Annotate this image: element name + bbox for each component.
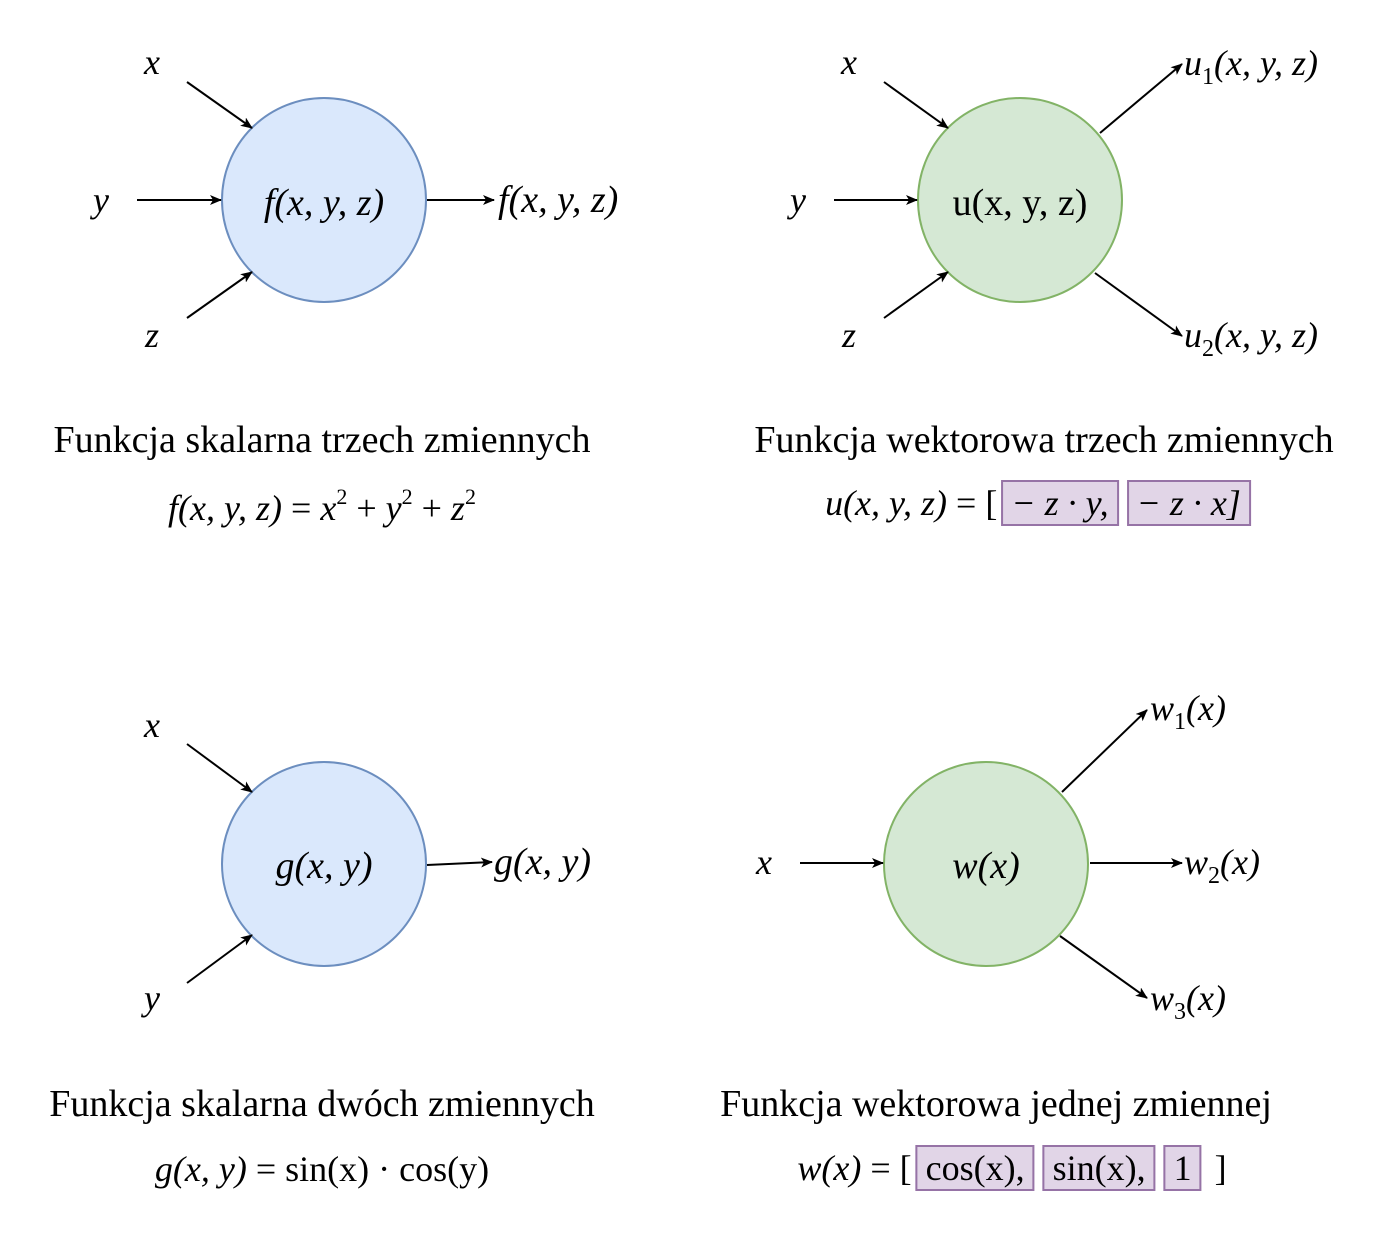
input-x-label: x: [755, 842, 772, 882]
component-box-1[interactable]: − z · y,: [1001, 480, 1119, 526]
formula-eq-bracket: = [: [956, 483, 998, 523]
arrow-z-to-f: [186, 271, 253, 319]
output-w1-label: w1(x): [1150, 688, 1226, 735]
component-2: − z · x]: [1136, 483, 1241, 523]
arrow-u-to-u2: [1094, 272, 1183, 337]
formula-eq: =: [291, 488, 312, 528]
component-box-2[interactable]: − z · x]: [1126, 480, 1251, 526]
component-1: cos(x),: [925, 1148, 1025, 1188]
output-f-label: f(x, y, z): [498, 179, 618, 221]
formula-power: 2: [336, 484, 348, 509]
component-1: − z · y,: [1011, 483, 1109, 523]
input-x-label: x: [143, 42, 160, 82]
node-g-label: g(x, y): [275, 845, 372, 887]
panel-vector-one-var: w(x) x w1(x) w2(x) w3(x): [755, 688, 1260, 1025]
output-u1-label: u1(x, y, z): [1184, 43, 1318, 90]
arrow-x-to-g: [186, 743, 253, 793]
formula-plus: +: [421, 488, 442, 528]
formula-g: g(x, y) = sin(x) · cos(y): [155, 1148, 489, 1190]
formula-power: 2: [464, 484, 476, 509]
formula-sin: sin(x): [285, 1149, 370, 1189]
formula-lhs: w(x): [797, 1148, 862, 1188]
node-u[interactable]: [917, 97, 1123, 303]
component-3: 1: [1173, 1148, 1192, 1188]
formula-lhs: g(x, y): [154, 1149, 247, 1189]
node-g[interactable]: [221, 761, 427, 967]
arrow-g-output: [426, 857, 493, 868]
caption-vector-one-var: Funkcja wektorowa jednej zmiennej: [720, 1083, 1272, 1125]
formula-u: u(x, y, z) = [ − z · y, − z · x]: [825, 480, 1255, 526]
arrow-x-to-f: [186, 81, 253, 129]
component-box-1[interactable]: cos(x),: [915, 1145, 1035, 1191]
formula-eq: =: [255, 1149, 277, 1189]
formula-close-bracket: ]: [1214, 1148, 1227, 1188]
formula-lhs: u(x, y, z): [825, 483, 948, 523]
formula-power: 2: [401, 484, 413, 509]
arrow-x-to-u: [883, 81, 949, 129]
output-w3-label: w3(x): [1150, 978, 1226, 1025]
component-box-3[interactable]: 1: [1163, 1145, 1202, 1191]
arrow-u-to-u1: [1099, 63, 1183, 134]
node-w[interactable]: [883, 761, 1089, 967]
panel-scalar-two-vars: g(x, y) x y g(x, y): [141, 705, 591, 1018]
panel-vector-three-vars: u(x, y, z) x y z u1(x, y, z) u2(x, y, z): [787, 42, 1318, 362]
node-w-label: w(x): [952, 845, 1020, 887]
input-y-label: y: [141, 978, 160, 1018]
caption-vector-three-vars: Funkcja wektorowa trzech zmiennych: [754, 419, 1334, 461]
formula-cos: cos(y): [399, 1149, 490, 1189]
component-2: sin(x),: [1052, 1148, 1146, 1188]
arrow-y-to-g: [186, 934, 253, 984]
output-u2-label: u2(x, y, z): [1184, 315, 1318, 362]
node-f-label: f(x, y, z): [264, 182, 384, 224]
formula-f: f(x, y, z) = x2 + y2 + z2: [168, 484, 476, 529]
formula-plus: +: [356, 488, 377, 528]
arrow-w-to-w1: [1061, 709, 1148, 793]
input-x-label: x: [840, 42, 857, 82]
formula-eq-bracket: = [: [870, 1148, 912, 1188]
node-f[interactable]: [221, 97, 427, 303]
component-box-2[interactable]: sin(x),: [1042, 1145, 1156, 1191]
input-z-label: z: [144, 315, 159, 355]
formula-term-y: y: [385, 488, 402, 528]
formula-w: w(x) = [ cos(x), sin(x), 1 ]: [797, 1145, 1227, 1191]
caption-scalar-three-vars: Funkcja skalarna trzech zmiennych: [53, 419, 591, 461]
node-u-label: u(x, y, z): [953, 182, 1088, 224]
input-y-label: y: [787, 180, 806, 220]
input-z-label: z: [841, 315, 856, 355]
formula-term-z: z: [450, 488, 465, 528]
formula-term-x: x: [320, 488, 337, 528]
panel-scalar-three-vars: f(x, y, z) x y z f(x, y, z): [90, 42, 618, 355]
input-x-label: x: [143, 705, 160, 745]
arrow-w-to-w3: [1059, 935, 1148, 999]
caption-scalar-two-vars: Funkcja skalarna dwóch zmiennych: [49, 1083, 595, 1125]
formula-dot: ·: [378, 1149, 391, 1189]
formula-lhs: f(x, y, z): [168, 488, 283, 528]
output-g-label: g(x, y): [494, 841, 591, 883]
arrow-z-to-u: [883, 271, 949, 319]
output-w2-label: w2(x): [1184, 842, 1260, 889]
input-y-label: y: [90, 180, 109, 220]
